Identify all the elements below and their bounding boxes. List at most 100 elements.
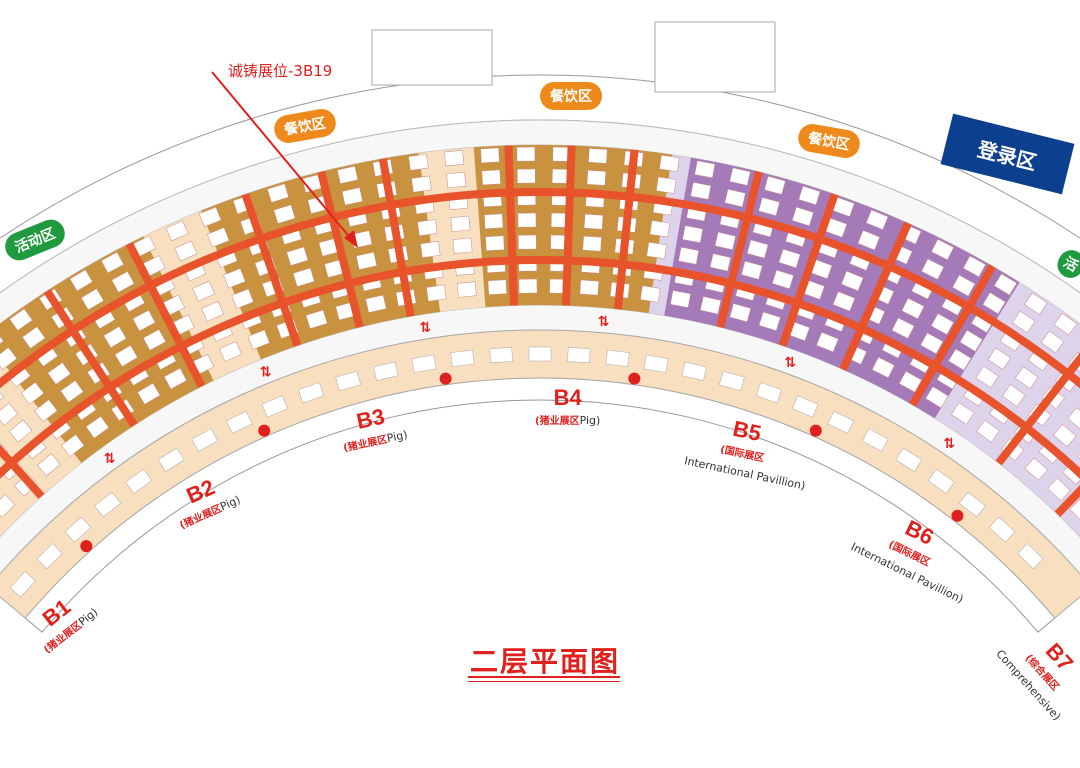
escalator-icon: ⇅ (784, 355, 796, 371)
booth (987, 347, 1012, 370)
booth (111, 271, 135, 293)
booth (1002, 384, 1026, 407)
walkway-booth (489, 347, 513, 363)
booth (646, 241, 667, 259)
booth (355, 251, 378, 270)
escalator-icon: ⇅ (943, 436, 955, 452)
booth (165, 220, 189, 242)
escalator-icon: ⇅ (260, 364, 272, 380)
booth (714, 231, 736, 251)
booth (174, 240, 198, 262)
title-underline (468, 676, 620, 678)
corridor-aisle (995, 352, 1080, 466)
dining-area-2: 餐饮区 (540, 82, 602, 110)
corridor-aisle (909, 264, 996, 407)
booth (1011, 310, 1036, 334)
booth (80, 288, 105, 311)
zone-b4: B4(猪业展区Pig) (535, 385, 601, 428)
booth (341, 187, 363, 206)
exhibition-hall: ⇅⇅⇅⇅⇅⇅ (0, 21, 1080, 633)
booth (426, 284, 447, 302)
booth (678, 246, 700, 265)
booth (758, 311, 781, 332)
booth (365, 294, 387, 313)
booth (579, 279, 600, 296)
escalator-icon: ⇅ (419, 320, 431, 336)
booth (729, 303, 752, 323)
booth (61, 434, 85, 457)
booth (832, 291, 856, 312)
title-underline (468, 681, 620, 682)
booth (930, 313, 954, 335)
booth (0, 494, 16, 518)
booth (417, 219, 438, 237)
walkway-booth (261, 395, 288, 418)
booth (337, 165, 359, 184)
corridor-arc (0, 187, 1080, 389)
floor-title: 二层平面图 (470, 645, 621, 678)
booth (931, 238, 955, 261)
corridor-aisle (839, 221, 912, 372)
booth (85, 415, 110, 439)
booth (655, 176, 677, 194)
booth (223, 268, 246, 289)
booth (758, 197, 780, 216)
entrance-icon (628, 372, 641, 385)
booth (798, 185, 821, 206)
booth (921, 258, 945, 280)
booth (764, 175, 786, 195)
booth (699, 296, 722, 315)
walkway-booth (335, 370, 361, 392)
booth (1053, 424, 1077, 448)
walkway-booth (298, 382, 325, 404)
booth (993, 273, 1018, 296)
corridor-aisle (504, 145, 518, 306)
booth (586, 169, 607, 186)
booth (292, 267, 315, 287)
walkway-booth (411, 354, 437, 373)
booth (517, 234, 537, 250)
walkway-booth (373, 361, 399, 381)
booth (450, 215, 471, 232)
booth (286, 246, 309, 266)
booth (516, 168, 536, 184)
walkway-booth (1017, 543, 1044, 570)
booth (267, 183, 290, 203)
booth (132, 309, 156, 332)
booth (670, 290, 691, 308)
booth (976, 419, 1000, 443)
booth (1047, 477, 1071, 502)
walkway-booth (827, 410, 855, 434)
booth (60, 380, 84, 403)
walkway-booth (36, 543, 63, 570)
booth (9, 308, 33, 331)
booth (411, 175, 432, 193)
walkway-booth (861, 428, 889, 452)
booth (480, 147, 500, 164)
booth (487, 279, 507, 295)
walkway-booth (755, 382, 782, 404)
walkway-booth (681, 361, 707, 381)
booth (962, 255, 986, 278)
booth (959, 329, 983, 352)
walkway-booth (64, 516, 92, 543)
walkway-booth (567, 347, 591, 363)
booth (1067, 407, 1080, 431)
escalator-icon: ⇅ (598, 314, 610, 330)
booth (1069, 499, 1080, 523)
booth (746, 239, 769, 259)
booth (485, 235, 505, 252)
booth (37, 453, 61, 477)
booth (682, 225, 704, 243)
walkway-booth (927, 468, 955, 494)
walkway-booth (450, 349, 475, 367)
booth (247, 329, 271, 350)
booth (791, 206, 814, 227)
booth (948, 348, 972, 371)
walkway-booth (225, 410, 253, 434)
booth (198, 206, 222, 228)
booth (640, 285, 661, 303)
booth (582, 235, 602, 252)
booth-annotation: 诚铸展位-3B19 (228, 62, 333, 80)
